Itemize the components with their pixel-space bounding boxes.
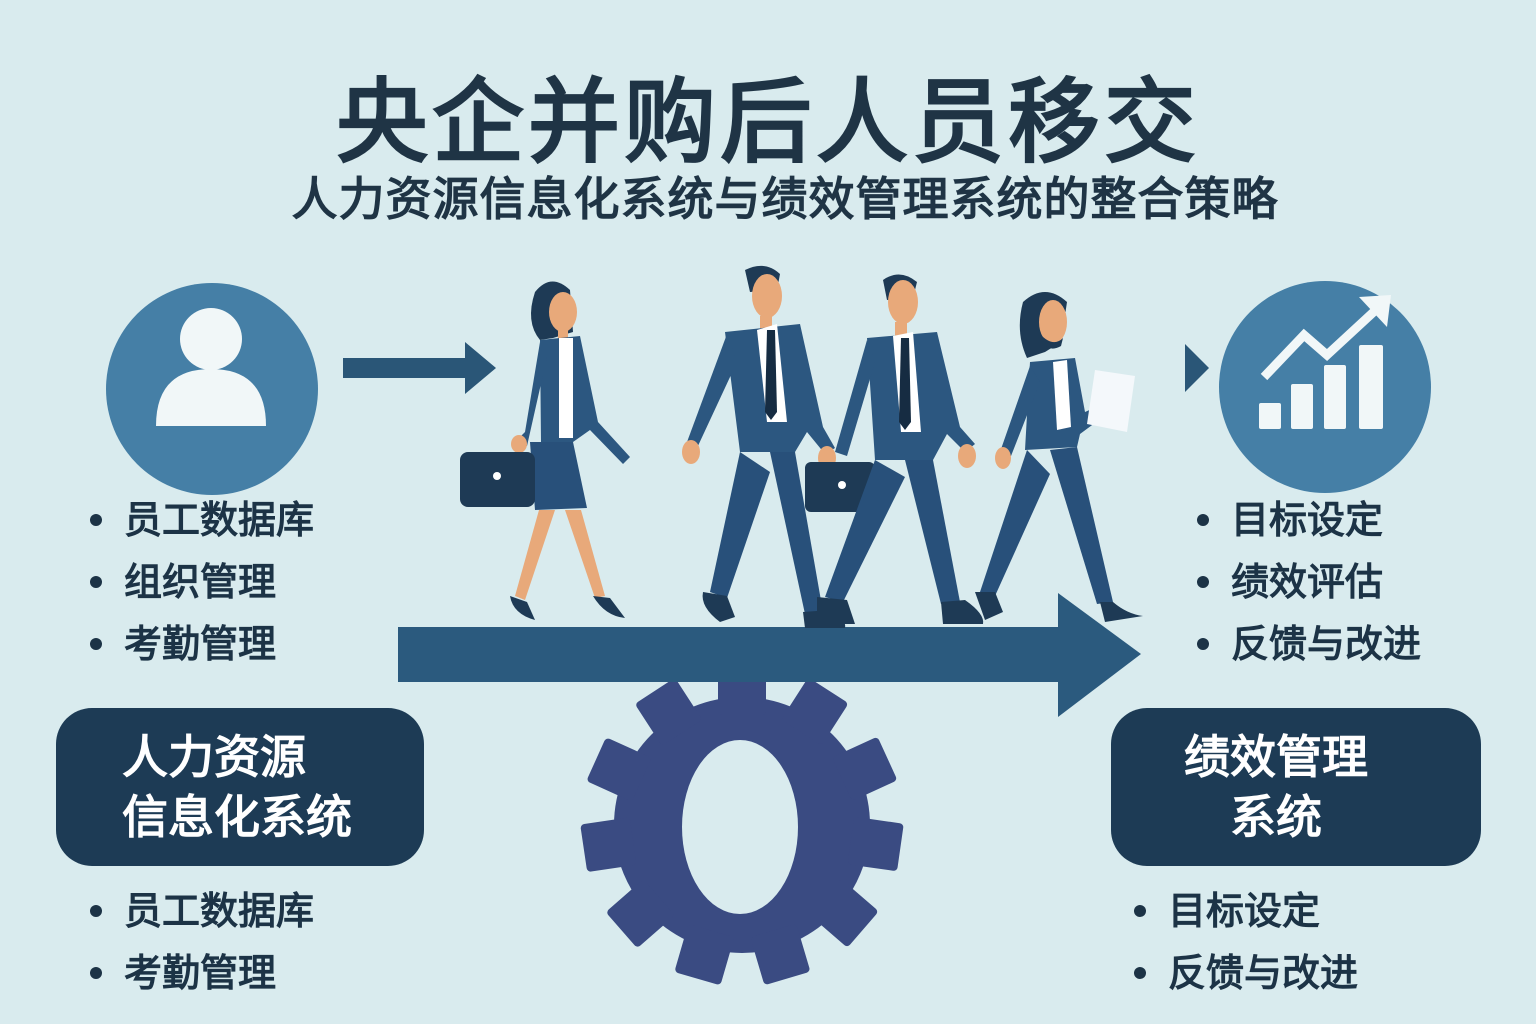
bullet-icon: [1197, 576, 1209, 588]
bullet-icon: [1134, 967, 1146, 979]
growth-chart-icon: [1259, 295, 1391, 429]
list-item: 考勤管理: [90, 942, 314, 1004]
hris-title-line1: 人力资源: [122, 730, 306, 784]
list-item: 员工数据库: [90, 880, 314, 942]
growth-circle: [1219, 281, 1431, 493]
bullet-icon: [90, 638, 102, 650]
pms-title-line2: 系统: [1230, 790, 1322, 844]
small-arrow-icon: [343, 342, 496, 394]
page-title: 央企并购后人员移交: [335, 69, 1200, 176]
small-triangle-icon: [1185, 344, 1209, 392]
hris-system-box: 人力资源 信息化系统: [56, 708, 424, 866]
person-man: [682, 265, 846, 628]
bullet-icon: [90, 576, 102, 588]
list-item: 绩效评估: [1197, 551, 1421, 613]
list-item: 组织管理: [90, 551, 314, 613]
bullet-icon: [90, 514, 102, 526]
hris-features-list: 员工数据库 组织管理 考勤管理: [90, 489, 314, 675]
list-item: 员工数据库: [90, 489, 314, 551]
bullet-icon: [90, 967, 102, 979]
list-item: 反馈与改进: [1134, 942, 1358, 1004]
person-woman-document: [975, 292, 1143, 622]
bullet-icon: [1197, 514, 1209, 526]
transfer-arrow-icon: [398, 593, 1141, 717]
pms-title-line1: 绩效管理: [1184, 730, 1368, 784]
bullet-icon: [1197, 638, 1209, 650]
person-man-briefcase: [805, 274, 984, 624]
pms-system-box: 绩效管理 系统: [1111, 708, 1481, 866]
person-woman-briefcase: [460, 281, 630, 620]
gear-icon: [580, 665, 904, 985]
hris-title-line2: 信息化系统: [122, 790, 352, 844]
pms-features-list: 目标设定 绩效评估 反馈与改进: [1197, 489, 1421, 675]
list-item: 反馈与改进: [1197, 613, 1421, 675]
bullet-icon: [1134, 905, 1146, 917]
hris-bottom-list: 员工数据库 考勤管理: [90, 880, 314, 1004]
bullet-icon: [90, 905, 102, 917]
list-item: 目标设定: [1134, 880, 1358, 942]
user-circle: [106, 283, 318, 495]
page-subtitle: 人力资源信息化系统与绩效管理系统的整合策略: [291, 172, 1279, 226]
user-icon: [156, 308, 266, 426]
list-item: 考勤管理: [90, 613, 314, 675]
walking-people-illustration: [460, 265, 1143, 628]
list-item: 目标设定: [1197, 489, 1421, 551]
pms-bottom-list: 目标设定 反馈与改进: [1134, 880, 1358, 1004]
